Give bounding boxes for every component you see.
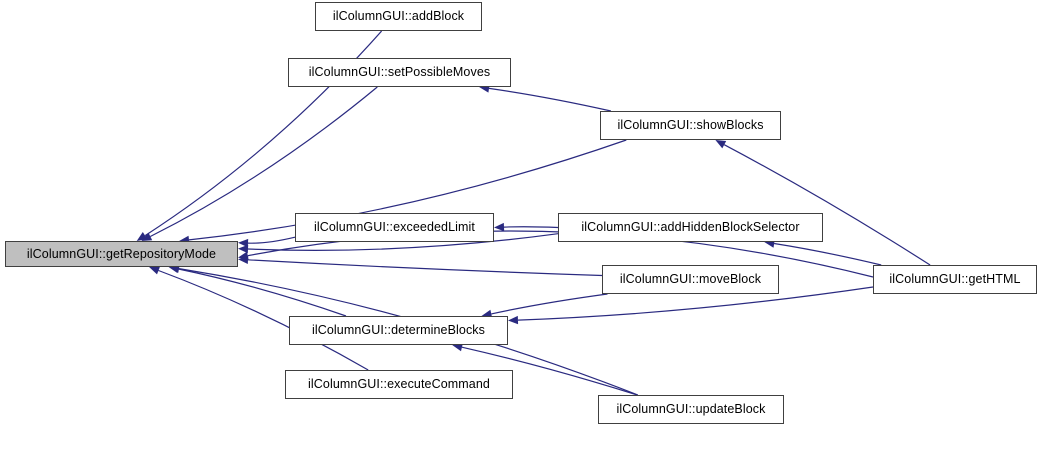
graph-node-addHiddenBlockSelector[interactable]: ilColumnGUI::addHiddenBlockSelector bbox=[558, 213, 823, 242]
graph-node-label: ilColumnGUI::getHTML bbox=[889, 272, 1021, 287]
graph-edge bbox=[178, 268, 347, 317]
graph-edge-arrowhead bbox=[149, 266, 160, 275]
graph-edge-arrowhead bbox=[136, 232, 148, 241]
graph-node-label: ilColumnGUI::exceededLimit bbox=[314, 220, 475, 235]
graph-node-moveBlock[interactable]: ilColumnGUI::moveBlock bbox=[602, 265, 779, 294]
graph-node-executeCommand[interactable]: ilColumnGUI::executeCommand bbox=[285, 370, 513, 399]
graph-edge-arrowhead bbox=[238, 238, 249, 248]
graph-edge-arrowhead bbox=[141, 232, 153, 241]
graph-edge bbox=[247, 236, 296, 244]
graph-node-label: ilColumnGUI::showBlocks bbox=[617, 118, 764, 133]
graph-edge-arrowhead bbox=[238, 244, 249, 254]
graph-node-label: ilColumnGUI::addHiddenBlockSelector bbox=[581, 220, 800, 235]
graph-edge bbox=[247, 259, 603, 277]
graph-edge-arrowhead bbox=[508, 315, 519, 325]
graph-edge bbox=[503, 226, 559, 229]
graph-edge bbox=[491, 293, 608, 315]
graph-node-setPossibleMoves[interactable]: ilColumnGUI::setPossibleMoves bbox=[288, 58, 511, 87]
graph-edge bbox=[723, 144, 931, 266]
graph-node-showBlocks[interactable]: ilColumnGUI::showBlocks bbox=[600, 111, 781, 140]
graph-node-label: ilColumnGUI::determineBlocks bbox=[312, 323, 485, 338]
graph-node-label: ilColumnGUI::moveBlock bbox=[619, 272, 762, 287]
graph-node-determineBlocks[interactable]: ilColumnGUI::determineBlocks bbox=[289, 316, 508, 345]
graph-edge bbox=[774, 242, 882, 266]
graph-node-label: ilColumnGUI::updateBlock bbox=[616, 402, 766, 417]
graph-node-label: ilColumnGUI::getRepositoryMode bbox=[26, 246, 217, 261]
graph-node-getRepositoryMode: ilColumnGUI::getRepositoryMode bbox=[5, 241, 238, 267]
graph-edge-arrowhead bbox=[238, 255, 249, 264]
graph-node-getHTML[interactable]: ilColumnGUI::getHTML bbox=[873, 265, 1037, 294]
graph-edge-arrowhead bbox=[238, 251, 249, 260]
graph-node-label: ilColumnGUI::addBlock bbox=[332, 9, 465, 24]
graph-node-addBlock[interactable]: ilColumnGUI::addBlock bbox=[315, 2, 482, 31]
graph-edge-arrowhead bbox=[494, 222, 505, 232]
graph-node-exceededLimit[interactable]: ilColumnGUI::exceededLimit bbox=[295, 213, 494, 242]
graph-node-label: ilColumnGUI::setPossibleMoves bbox=[308, 65, 491, 80]
graph-node-label: ilColumnGUI::executeCommand bbox=[308, 377, 490, 392]
graph-edge-arrowhead bbox=[715, 140, 727, 149]
graph-node-updateBlock[interactable]: ilColumnGUI::updateBlock bbox=[598, 395, 784, 424]
graph-edge bbox=[488, 87, 612, 112]
